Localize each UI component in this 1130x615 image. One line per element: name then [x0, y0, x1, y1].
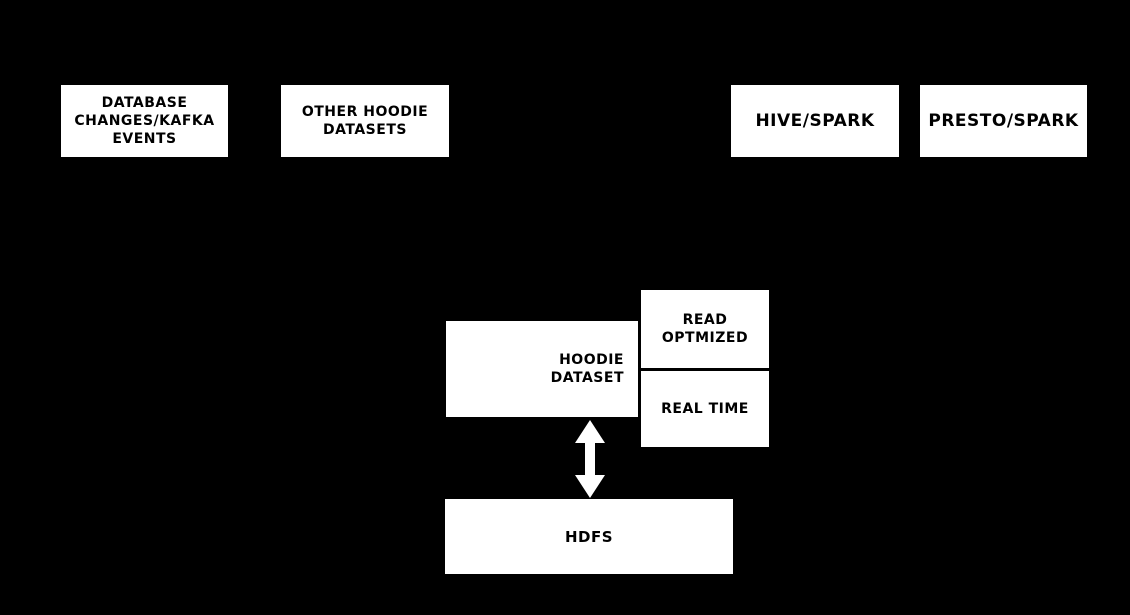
double-arrow-icon — [575, 420, 605, 498]
node-hdfs: HDFS — [445, 499, 733, 574]
node-hive-spark-label: HIVE/SPARK — [755, 111, 875, 131]
node-other-hoodie-datasets-label: OTHER HOODIE DATASETS — [301, 104, 429, 138]
node-read-optimized: READ OPTMIZED — [641, 290, 769, 368]
node-read-optimized-label: READ OPTMIZED — [661, 312, 749, 346]
double-arrow-shape — [575, 420, 605, 498]
node-hdfs-label: HDFS — [564, 527, 614, 546]
node-real-time: REAL TIME — [641, 371, 769, 447]
node-database-changes-kafka-events-label: DATABASE CHANGES/KAFKA EVENTS — [74, 95, 215, 147]
node-other-hoodie-datasets: OTHER HOODIE DATASETS — [281, 85, 449, 157]
node-presto-spark: PRESTO/SPARK — [920, 85, 1087, 157]
node-hive-spark: HIVE/SPARK — [731, 85, 899, 157]
node-hoodie-dataset-label: HOODIE DATASET — [550, 352, 624, 386]
node-database-changes-kafka-events: DATABASE CHANGES/KAFKA EVENTS — [61, 85, 228, 157]
node-presto-spark-label: PRESTO/SPARK — [928, 111, 1079, 131]
node-hoodie-dataset: HOODIE DATASET — [446, 321, 638, 417]
node-real-time-label: REAL TIME — [661, 401, 749, 417]
